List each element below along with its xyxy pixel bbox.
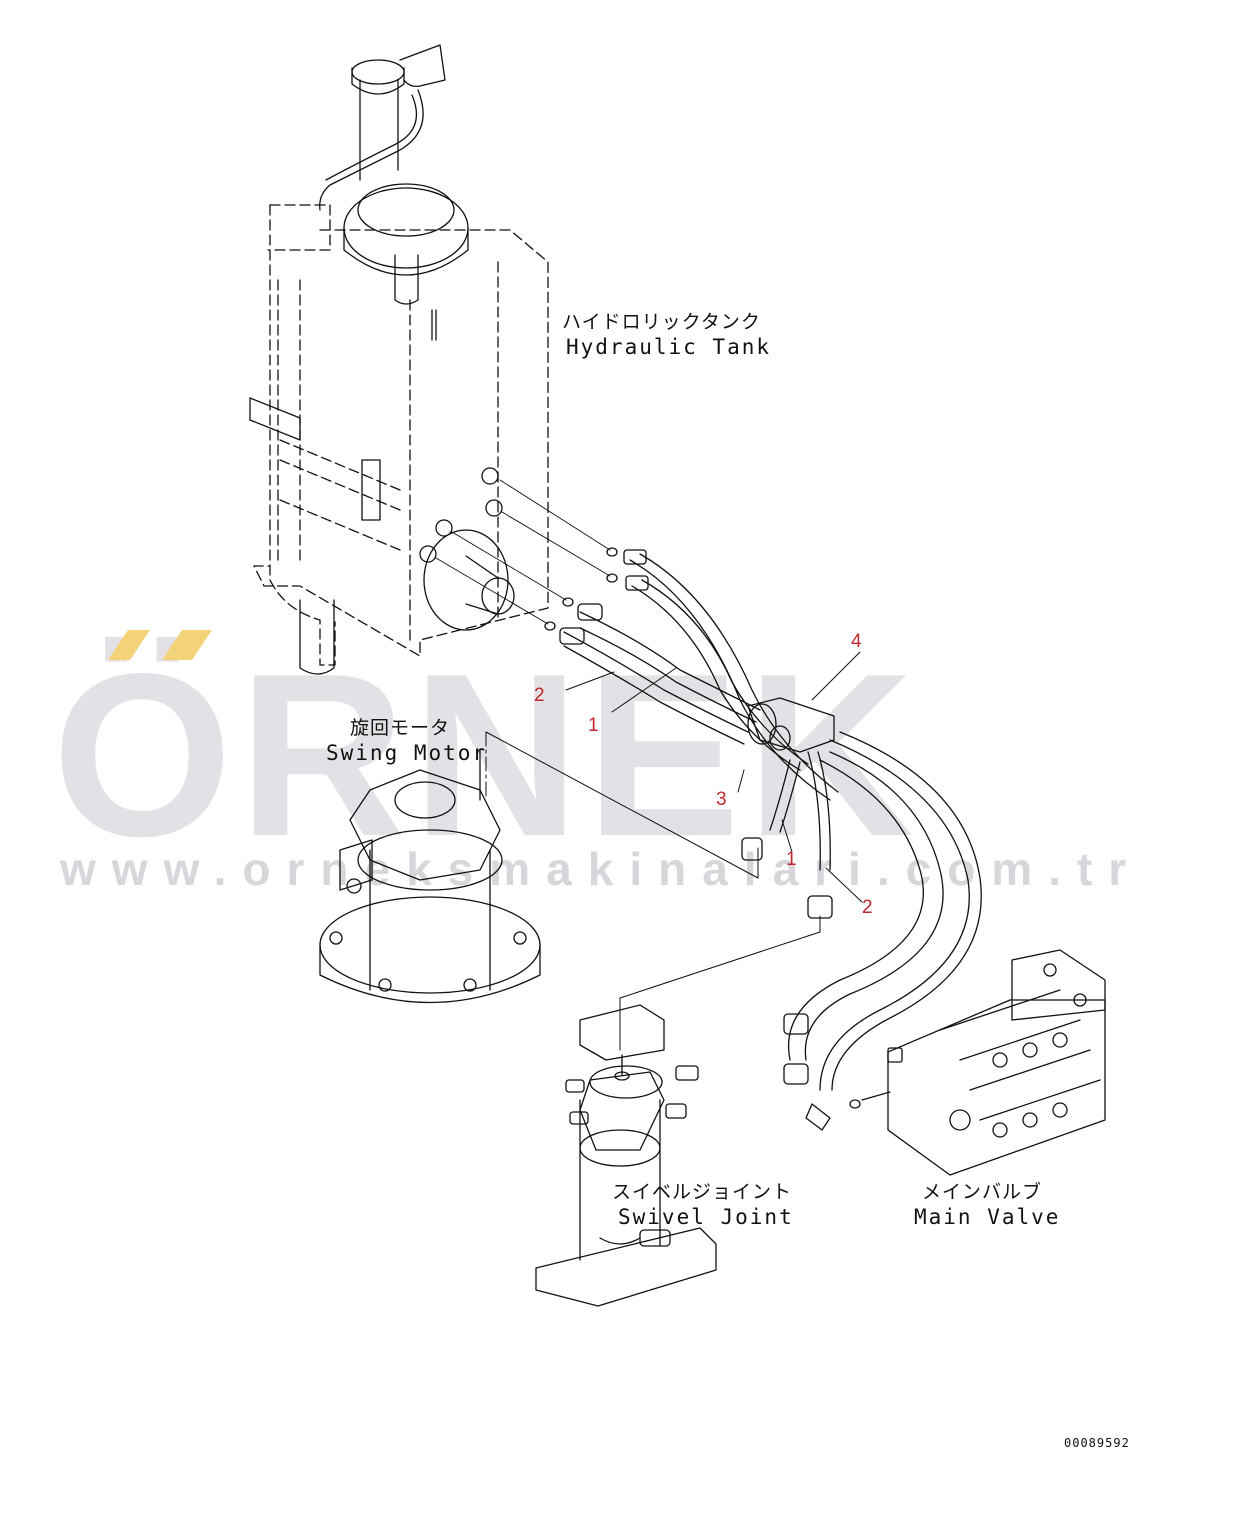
swivel-joint-label-jp: スイベルジョイント (612, 1181, 793, 1203)
callout-2-upper: 2 (534, 685, 545, 706)
callout-2-lower: 2 (862, 897, 873, 918)
callout-4: 4 (851, 631, 862, 652)
swing-motor (319, 749, 541, 1004)
swivel-joint (535, 1004, 717, 1307)
hydraulic-tank (249, 44, 618, 675)
callout-1-upper: 1 (588, 715, 599, 736)
watermark-brand: ÖRNEK (52, 626, 920, 885)
hydraulic-tank-label-en: Hydraulic Tank (566, 335, 772, 359)
callout-1-lower: 1 (786, 849, 797, 870)
hose-assembly (559, 549, 982, 1131)
main-valve-label-en: Main Valve (914, 1205, 1061, 1229)
hydraulic-tank-label-jp: ハイドロリックタンク (562, 311, 761, 333)
main-valve-label-jp: メインバルブ (922, 1181, 1043, 1203)
swing-motor-label-en: Swing Motor (326, 741, 488, 765)
watermark-url: www.orneksmakinalari.com.tr (60, 843, 1143, 895)
swivel-joint-label-en: Swivel Joint (618, 1205, 794, 1229)
swing-motor-label-jp: 旋回モータ (350, 717, 451, 739)
leader-lines (485, 651, 863, 1051)
callout-3: 3 (716, 789, 727, 810)
main-valve (861, 949, 1106, 1176)
document-id: 00089592 (1064, 1436, 1130, 1450)
